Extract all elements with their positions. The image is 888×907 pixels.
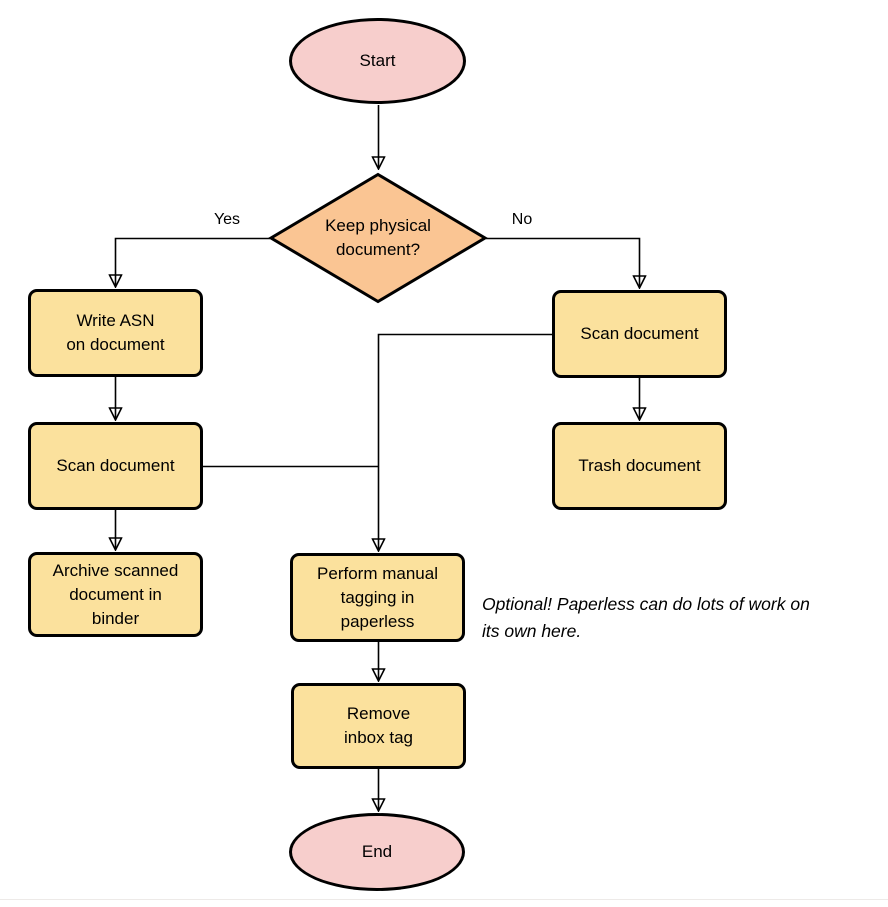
node-scan-document-left: Scan document: [28, 422, 203, 510]
node-decision-label: Keep physical document?: [325, 216, 431, 259]
edge-label-yes: Yes: [213, 211, 241, 228]
node-manual-tagging: Perform manual tagging in paperless: [290, 553, 465, 642]
node-archive-binder: Archive scanned document in binder: [28, 552, 203, 637]
node-decision-keep-physical: Keep physical document?: [268, 172, 488, 304]
node-scan-document-right: Scan document: [552, 290, 727, 378]
annotation-optional-note: Optional! Paperless can do lots of work …: [482, 594, 810, 641]
page-bottom-divider: [0, 899, 888, 900]
node-end: End: [289, 813, 465, 891]
edge-label-no: No: [511, 211, 533, 228]
node-scan-document-left-label: Scan document: [56, 456, 175, 475]
node-trash-document-label: Trash document: [578, 456, 701, 475]
diamond-shape: [268, 172, 488, 304]
node-trash-document: Trash document: [552, 422, 727, 510]
node-write-asn: Write ASN on document: [28, 289, 203, 377]
node-start: Start: [289, 18, 466, 104]
node-manual-tagging-label: Perform manual tagging in paperless: [317, 563, 438, 631]
node-end-label: End: [361, 842, 393, 861]
node-write-asn-label: Write ASN on document: [66, 311, 165, 354]
node-start-label: Start: [359, 51, 396, 70]
node-scan-document-right-label: Scan document: [580, 324, 699, 343]
node-remove-inbox-tag: Remove inbox tag: [291, 683, 466, 769]
node-archive-binder-label: Archive scanned document in binder: [52, 560, 179, 628]
node-remove-inbox-tag-label: Remove inbox tag: [344, 704, 413, 747]
